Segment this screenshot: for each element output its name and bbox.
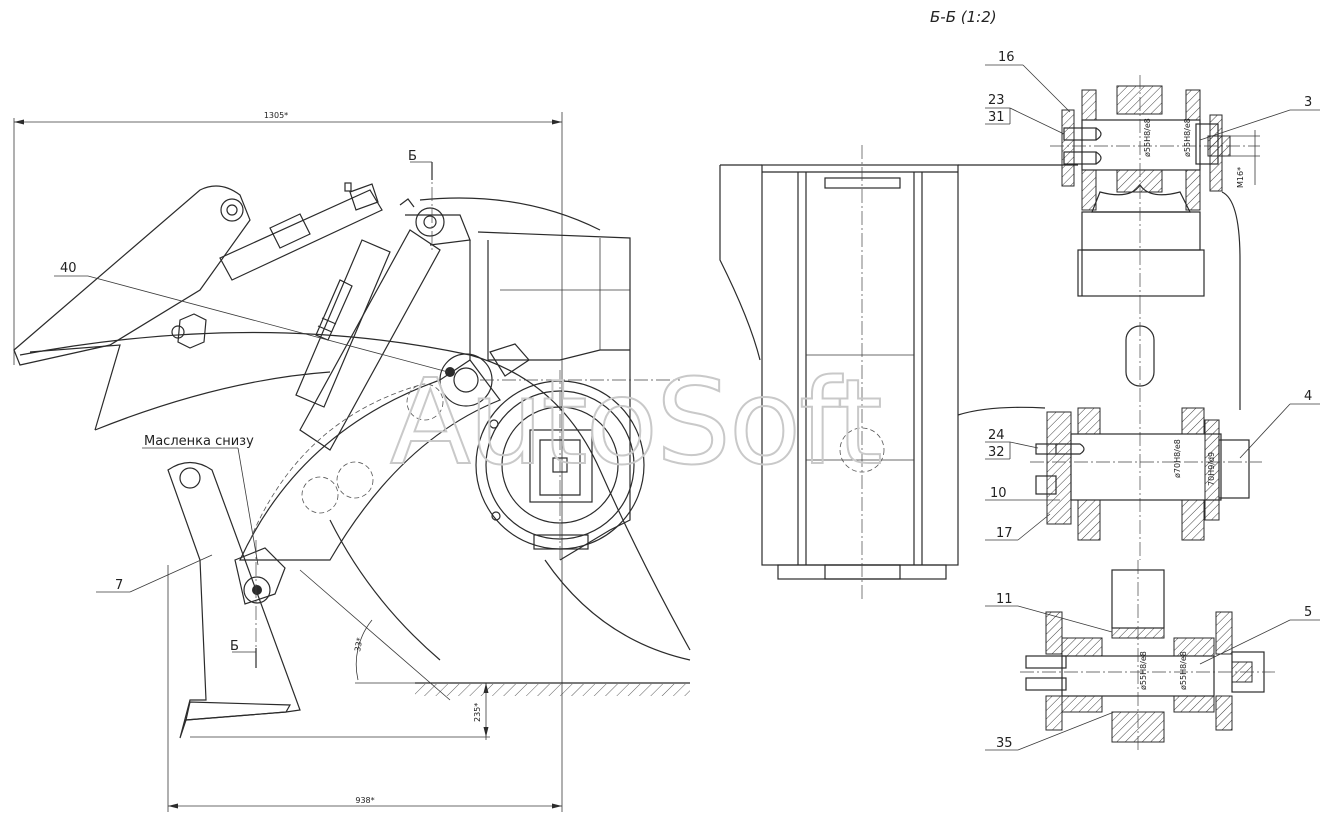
fit-55-a: ø55H8/e8: [1143, 118, 1152, 157]
side-view: 1305* 938* 235* 33*: [13, 111, 691, 812]
dim-angle: 33*: [353, 637, 364, 653]
callout-31: 31: [985, 108, 1011, 125]
svg-text:5: 5: [1304, 605, 1312, 620]
callout-17: 17: [985, 513, 1051, 541]
section-mark-bottom: Б: [230, 639, 257, 668]
section-view: Б-Б (1:2) ø55H8/e8 ø55H8/e8: [930, 8, 1320, 751]
fit-70: ø70H8/e8: [1173, 439, 1182, 478]
dimension-bottom-width: 938*: [167, 565, 562, 812]
section-mark-top: Б: [408, 149, 433, 180]
note-grease: Масленка снизу: [142, 434, 259, 566]
callout-23: 23: [985, 93, 1065, 135]
callout-32: 32: [985, 442, 1011, 460]
ripper-shank: [167, 461, 301, 739]
top-view-frame: [719, 145, 1078, 600]
dim-bottom-width: 938*: [355, 796, 374, 805]
section-bottom-assembly: ø55H8/e8 ø55H8/e8: [1020, 560, 1275, 750]
top-cylinder: [219, 182, 383, 281]
callout-35: 35: [985, 711, 1115, 751]
dim-overall-length: 1305*: [264, 111, 288, 120]
section-title: Б-Б (1:2): [930, 8, 997, 26]
svg-text:Б: Б: [230, 639, 239, 654]
svg-text:23: 23: [988, 93, 1005, 108]
svg-text:Б: Б: [408, 149, 417, 164]
svg-text:4: 4: [1304, 389, 1312, 404]
tractor-frame: [419, 197, 631, 561]
section-center-assembly: ø70H8/e8 70H9/d9: [1030, 407, 1262, 541]
callout-16: 16: [985, 50, 1071, 113]
svg-text:32: 32: [988, 445, 1005, 460]
callout-40: 40: [54, 261, 449, 373]
ground-line: [415, 682, 690, 696]
dim-thread: M16*: [1236, 167, 1245, 188]
dim-depth: 235*: [473, 703, 482, 722]
callout-5: 5: [1199, 605, 1320, 665]
section-top-assembly: ø55H8/e8 ø55H8/e8 M16*: [1050, 75, 1260, 300]
callout-11: 11: [985, 592, 1113, 633]
svg-text:24: 24: [988, 428, 1005, 443]
svg-text:17: 17: [996, 526, 1013, 541]
svg-text:7: 7: [115, 578, 123, 593]
fit-55-d: ø55H8/e8: [1179, 651, 1188, 690]
callout-7: 7: [96, 554, 213, 593]
svg-text:11: 11: [996, 592, 1013, 607]
upper-arm: [13, 185, 251, 431]
callout-24: 24: [985, 428, 1039, 449]
callout-10: 10: [985, 486, 1060, 501]
dimension-angle: 33*: [299, 569, 451, 701]
callout-4: 4: [1239, 389, 1320, 459]
fit-70-b: 70H9/d9: [1207, 452, 1216, 486]
svg-text:3: 3: [1304, 95, 1312, 110]
main-beam: [239, 229, 530, 561]
svg-text:40: 40: [60, 261, 77, 276]
svg-text:Масленка снизу: Масленка снизу: [144, 434, 254, 449]
fit-55-c: ø55H8/e8: [1139, 651, 1148, 690]
svg-text:31: 31: [988, 110, 1005, 125]
svg-text:35: 35: [996, 736, 1013, 751]
svg-text:10: 10: [990, 486, 1007, 501]
callout-3: 3: [1199, 95, 1320, 141]
section-middle: [1125, 191, 1241, 560]
watermark: AutoSoft: [390, 353, 881, 491]
fit-55-b: ø55H8/e8: [1183, 118, 1192, 157]
svg-text:16: 16: [998, 50, 1015, 65]
